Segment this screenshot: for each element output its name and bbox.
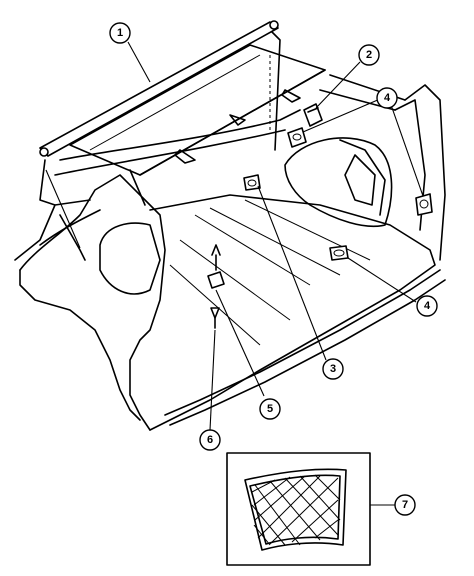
- callout-4-lower-label: 4: [424, 300, 431, 312]
- tie-down-loop-upper: [287, 127, 307, 148]
- cargo-cover-part-1: [39, 20, 326, 176]
- leader-lines: [45, 41, 424, 506]
- tie-down-loop-mid: [243, 174, 261, 191]
- callout-4-lower: 4: [416, 295, 438, 317]
- callout-3-label: 3: [330, 363, 336, 375]
- callout-1: 1: [109, 22, 131, 44]
- callout-4-upper-label: 4: [384, 92, 391, 104]
- callout-6-label: 6: [207, 434, 213, 446]
- cargo-net-mesh: [251, 474, 341, 546]
- callout-7: 7: [394, 494, 416, 516]
- callout-3: 3: [322, 358, 344, 380]
- callout-5: 5: [259, 398, 281, 420]
- callout-6: 6: [199, 429, 221, 451]
- tie-down-loop-floor: [329, 245, 349, 261]
- callout-2: 2: [358, 44, 380, 66]
- callout-4-upper: 4: [376, 87, 398, 109]
- cargo-hook-part-2: [303, 103, 323, 127]
- floor-fastener-part-6: [210, 307, 220, 329]
- floor-fastener-part-5: [207, 244, 225, 289]
- callout-7-label: 7: [402, 499, 408, 511]
- cargo-net-inset: [226, 452, 371, 566]
- callout-2-label: 2: [366, 49, 372, 61]
- tie-down-loop-right: [415, 193, 433, 216]
- callout-1-label: 1: [117, 27, 123, 39]
- callout-5-label: 5: [267, 403, 273, 415]
- vehicle-body: [14, 29, 446, 431]
